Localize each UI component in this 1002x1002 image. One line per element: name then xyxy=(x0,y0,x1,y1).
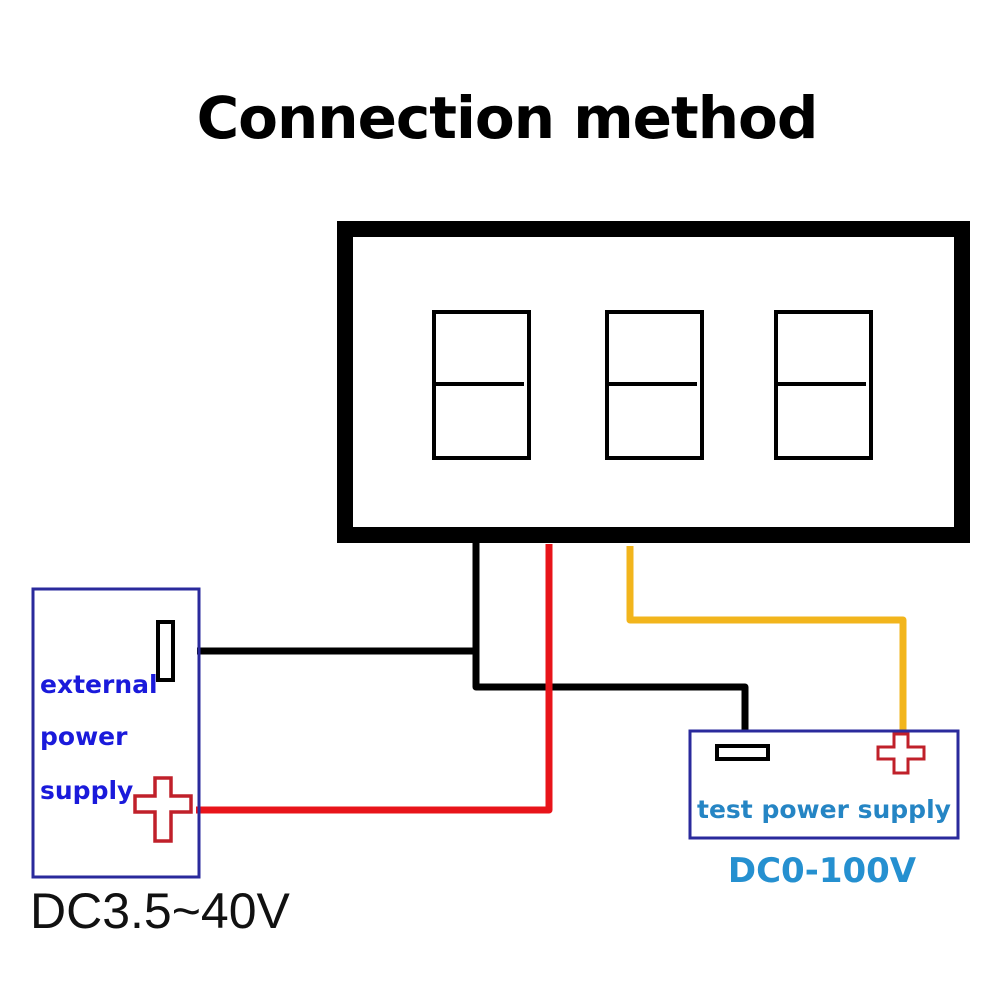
external-supply-range: DC3.5~40V xyxy=(30,883,291,939)
diagram-title: Connection method xyxy=(197,84,818,152)
test-supply-border xyxy=(688,729,960,840)
external-power-supply: external power supply xyxy=(31,587,201,879)
external-label-line-1: external xyxy=(40,670,158,699)
digit-1 xyxy=(432,310,531,460)
test-power-supply: test power supply xyxy=(688,729,960,840)
test-supply-label: test power supply xyxy=(697,795,951,824)
external-label-line-3: supply xyxy=(40,776,133,805)
wire-power-positive xyxy=(196,544,553,814)
digit-3 xyxy=(774,310,873,460)
plus-terminal-icon xyxy=(133,776,193,843)
digit-2 xyxy=(605,310,704,460)
wire-negative xyxy=(472,542,749,732)
plus-terminal-icon xyxy=(876,732,926,775)
external-supply-border xyxy=(31,587,201,879)
external-label-line-2: power xyxy=(40,722,128,751)
wire-measure-positive xyxy=(626,546,907,731)
display-module xyxy=(337,221,970,543)
minus-terminal-icon xyxy=(156,620,175,682)
test-supply-range: DC0-100V xyxy=(728,851,917,891)
minus-terminal-icon xyxy=(715,744,770,761)
wires xyxy=(196,542,907,814)
